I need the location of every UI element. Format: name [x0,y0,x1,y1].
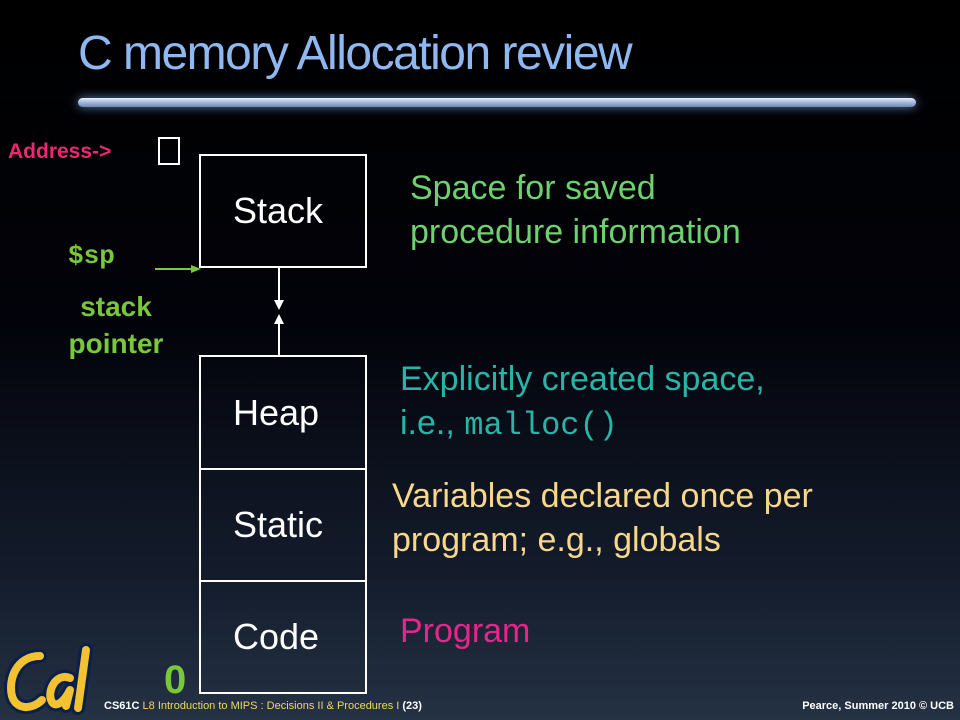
heap-desc-line1: Explicitly created space, [400,360,765,398]
stack-desc-line1: Space for saved [410,169,656,207]
title-underline-bar [78,98,916,107]
memory-segment-static: Static [199,468,367,582]
segment-label-static: Static [233,504,324,545]
static-desc-line1: Variables declared once per [392,477,813,515]
stack-desc-line2: procedure information [410,213,741,251]
stack-pointer-desc-line2: pointer [68,328,164,359]
slide-title: C memory Allocation review [78,27,633,80]
segment-label-stack: Stack [233,190,324,231]
code-description: Program [400,612,531,650]
bottom-address-zero: 0 [164,658,187,702]
stack-pointer-register: $sp [68,241,115,271]
footer-course-info: CS61C L8 Introduction to MIPS : Decision… [104,700,422,712]
segment-label-heap: Heap [233,391,320,433]
memory-segment-stack: Stack [199,154,367,268]
stack-pointer-description: stack pointer [46,288,186,362]
missing-glyph-icon [158,137,180,165]
memory-segment-heap: Heap [199,355,367,470]
stack-pointer-arrow-icon [155,265,201,273]
heap-desc-code: malloc() [464,407,618,444]
stack-pointer-desc-line1: stack [80,291,152,322]
address-label: Address-> [8,140,112,163]
memory-segment-code: Code [199,580,367,694]
cal-logo [4,643,93,715]
stack-description: Space for saved procedure information [410,166,741,254]
heap-description: Explicitly created space, i.e., malloc() [400,357,765,448]
stack-heap-growth-arrows-icon [274,268,284,355]
segment-label-code: Code [233,616,320,657]
footer-page-number: (23) [402,700,422,712]
heap-desc-prefix: i.e., [400,404,465,442]
static-description: Variables declared once per program; e.g… [392,474,813,562]
static-desc-line2: program; e.g., globals [392,521,721,559]
heap-desc-line2: i.e., malloc() [400,401,765,448]
footer-course-code: CS61C [104,700,140,712]
footer-lecture-title: L8 Introduction to MIPS : Decisions II &… [142,700,400,712]
footer-author-credit: Pearce, Summer 2010 © UCB [802,700,954,712]
